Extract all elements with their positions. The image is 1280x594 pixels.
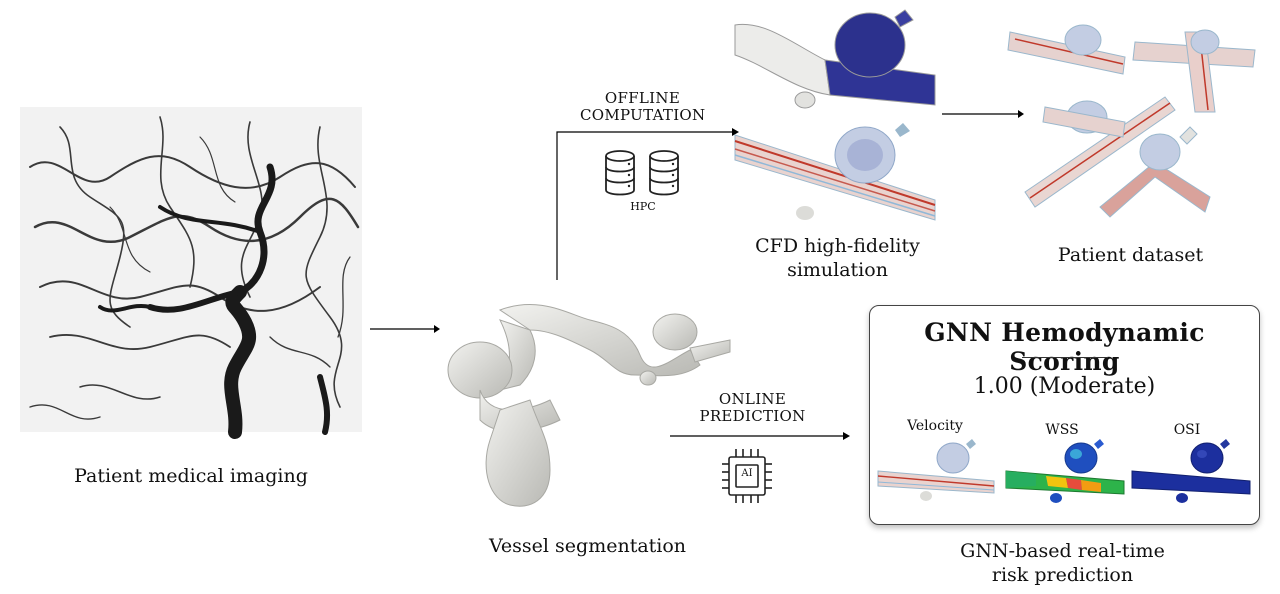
wss-model	[1005, 439, 1125, 503]
hpc-database-icon	[605, 150, 679, 196]
caption-patient-imaging: Patient medical imaging	[74, 465, 308, 487]
arrow-online-branch	[670, 432, 850, 440]
metric-label-velocity: Velocity	[907, 418, 963, 434]
gnn-panel-title: GNN Hemodynamic Scoring	[924, 318, 1205, 376]
offline-label-line1: OFFLINE	[604, 89, 681, 107]
cfd-mesh-model	[734, 9, 936, 109]
caption-vessel-segmentation: Vessel segmentation	[488, 535, 687, 557]
caption-cfd-line2: simulation	[787, 259, 888, 281]
metric-label-osi: OSI	[1173, 422, 1201, 438]
cfd-flow-model	[734, 123, 936, 221]
gnn-panel-divider	[1022, 357, 1108, 358]
caption-patient-dataset: Patient dataset	[1057, 244, 1204, 266]
online-label-line2: PREDICTION	[699, 407, 806, 425]
arrow-cfd-to-dataset	[942, 110, 1024, 118]
osi-model	[1131, 439, 1251, 503]
caption-gnn-line2: risk prediction	[991, 564, 1134, 586]
caption-cfd-line1: CFD high-fidelity	[755, 235, 920, 257]
velocity-model	[877, 439, 995, 501]
metric-label-wss: WSS	[1045, 422, 1079, 438]
caption-gnn-line1: GNN-based real-time	[960, 540, 1165, 562]
gnn-scoring-panel: GNN Hemodynamic Scoring 1.00 (Moderate) …	[869, 305, 1260, 525]
gnn-score-value: 1.00 (Moderate)	[973, 374, 1156, 399]
caption-gnn-prediction: GNN-based real-time risk prediction	[940, 539, 1185, 587]
offline-label: OFFLINE COMPUTATION	[580, 90, 705, 124]
offline-label-line2: COMPUTATION	[580, 106, 706, 124]
ai-chip-icon	[722, 449, 772, 503]
angiography-image	[20, 107, 362, 439]
hpc-label: HPC	[630, 200, 656, 213]
online-label-line1: ONLINE	[718, 390, 787, 408]
ai-chip-label: AI	[741, 468, 753, 479]
vessel-segmentation-model	[447, 304, 731, 507]
caption-cfd: CFD high-fidelity simulation	[735, 234, 940, 282]
arrow-offline-branch	[556, 128, 739, 280]
patient-dataset-collage	[1007, 24, 1256, 218]
online-label: ONLINE PREDICTION	[680, 391, 825, 425]
arrow-imaging-to-segmentation	[370, 325, 440, 333]
